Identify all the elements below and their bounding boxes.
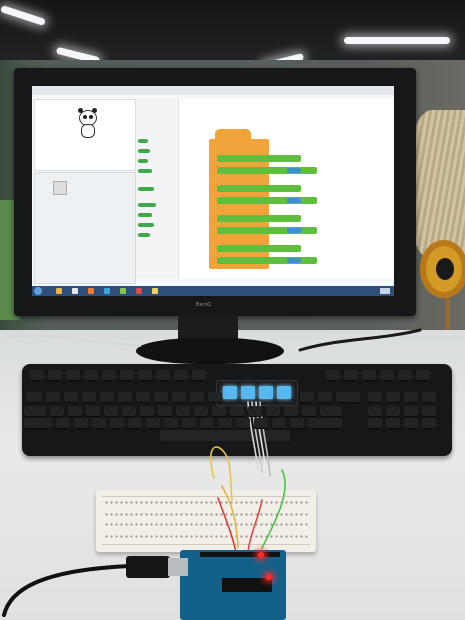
green-wire — [261, 469, 286, 549]
script-area — [178, 99, 393, 279]
header-pins — [200, 552, 280, 557]
led-digit — [241, 386, 255, 399]
sprite-panel — [34, 172, 136, 284]
value-chip[interactable] — [287, 198, 301, 203]
ceiling-light — [344, 37, 450, 44]
panda-eye — [89, 115, 93, 119]
bagua-mirror-center — [436, 258, 454, 280]
code-block[interactable] — [217, 155, 301, 162]
sprite-thumbnail[interactable] — [53, 181, 67, 195]
panda-eye — [83, 115, 87, 119]
value-chip[interactable] — [287, 228, 301, 233]
value-chip[interactable] — [287, 258, 301, 263]
code-block[interactable] — [217, 197, 317, 204]
code-block[interactable] — [217, 257, 317, 264]
decorative-fan — [408, 110, 465, 260]
taskbar-app-icon[interactable] — [152, 288, 158, 294]
windows-start-icon[interactable] — [34, 287, 42, 295]
palette-block[interactable] — [138, 203, 156, 207]
usb-plug — [126, 556, 170, 578]
breadboard-holes — [104, 512, 308, 518]
led-digit — [277, 386, 291, 399]
taskbar-app-icon[interactable] — [56, 288, 62, 294]
microcontroller-chip — [222, 578, 272, 592]
keyboard-row — [26, 392, 444, 404]
keyboard-row — [30, 370, 444, 382]
usb-cable — [2, 564, 132, 617]
palette-block[interactable] — [138, 169, 152, 173]
red-wire — [247, 499, 263, 553]
breadboard-rail — [102, 496, 310, 497]
palette-block[interactable] — [138, 139, 148, 143]
block-palette — [136, 99, 176, 279]
taskbar-app-icon[interactable] — [72, 288, 78, 294]
code-block[interactable] — [217, 215, 301, 222]
value-chip[interactable] — [287, 168, 301, 173]
taskbar-app-icon[interactable] — [120, 288, 126, 294]
code-block[interactable] — [217, 185, 301, 192]
palette-block[interactable] — [138, 213, 152, 217]
palette-block[interactable] — [138, 149, 150, 153]
keyboard-spacebar — [160, 430, 290, 441]
palette-block[interactable] — [138, 187, 154, 191]
breadboard-rail — [102, 544, 310, 545]
desk-cable — [0, 334, 141, 347]
breadboard-holes — [104, 500, 308, 506]
monitor-neck — [178, 316, 238, 342]
code-block[interactable] — [217, 227, 317, 234]
yellow-wire — [221, 485, 239, 549]
panda-sprite-icon — [78, 108, 97, 126]
taskbar-clock — [380, 288, 390, 294]
monitor-screen — [32, 86, 394, 296]
status-led — [266, 574, 272, 580]
hat-block[interactable] — [215, 129, 251, 139]
stage-panel — [34, 99, 136, 171]
usb-port — [168, 558, 188, 576]
taskbar — [32, 286, 394, 296]
taskbar-app-icon[interactable] — [104, 288, 110, 294]
monitor-brand-logo: BenQ — [196, 302, 212, 308]
led-digit — [223, 386, 237, 399]
breadboard-holes — [104, 522, 308, 528]
yellow-wire — [209, 446, 233, 501]
desk-cable — [298, 328, 422, 352]
power-led — [258, 552, 264, 558]
browser-toolbar — [32, 86, 394, 95]
led-digit — [259, 386, 273, 399]
panda-body — [81, 124, 95, 138]
monitor-base — [136, 338, 284, 364]
panda-ear — [92, 108, 97, 113]
palette-block[interactable] — [138, 233, 150, 237]
palette-block[interactable] — [138, 159, 148, 163]
breadboard-holes — [104, 534, 308, 540]
keyboard-row — [24, 406, 444, 418]
palette-block[interactable] — [138, 223, 154, 227]
code-block[interactable] — [217, 245, 301, 252]
panda-ear — [78, 108, 83, 113]
taskbar-app-icon[interactable] — [88, 288, 94, 294]
red-wire — [217, 497, 237, 553]
taskbar-app-icon[interactable] — [136, 288, 142, 294]
keyboard-row — [24, 418, 444, 430]
code-block[interactable] — [217, 167, 317, 174]
breadboard — [96, 490, 316, 552]
